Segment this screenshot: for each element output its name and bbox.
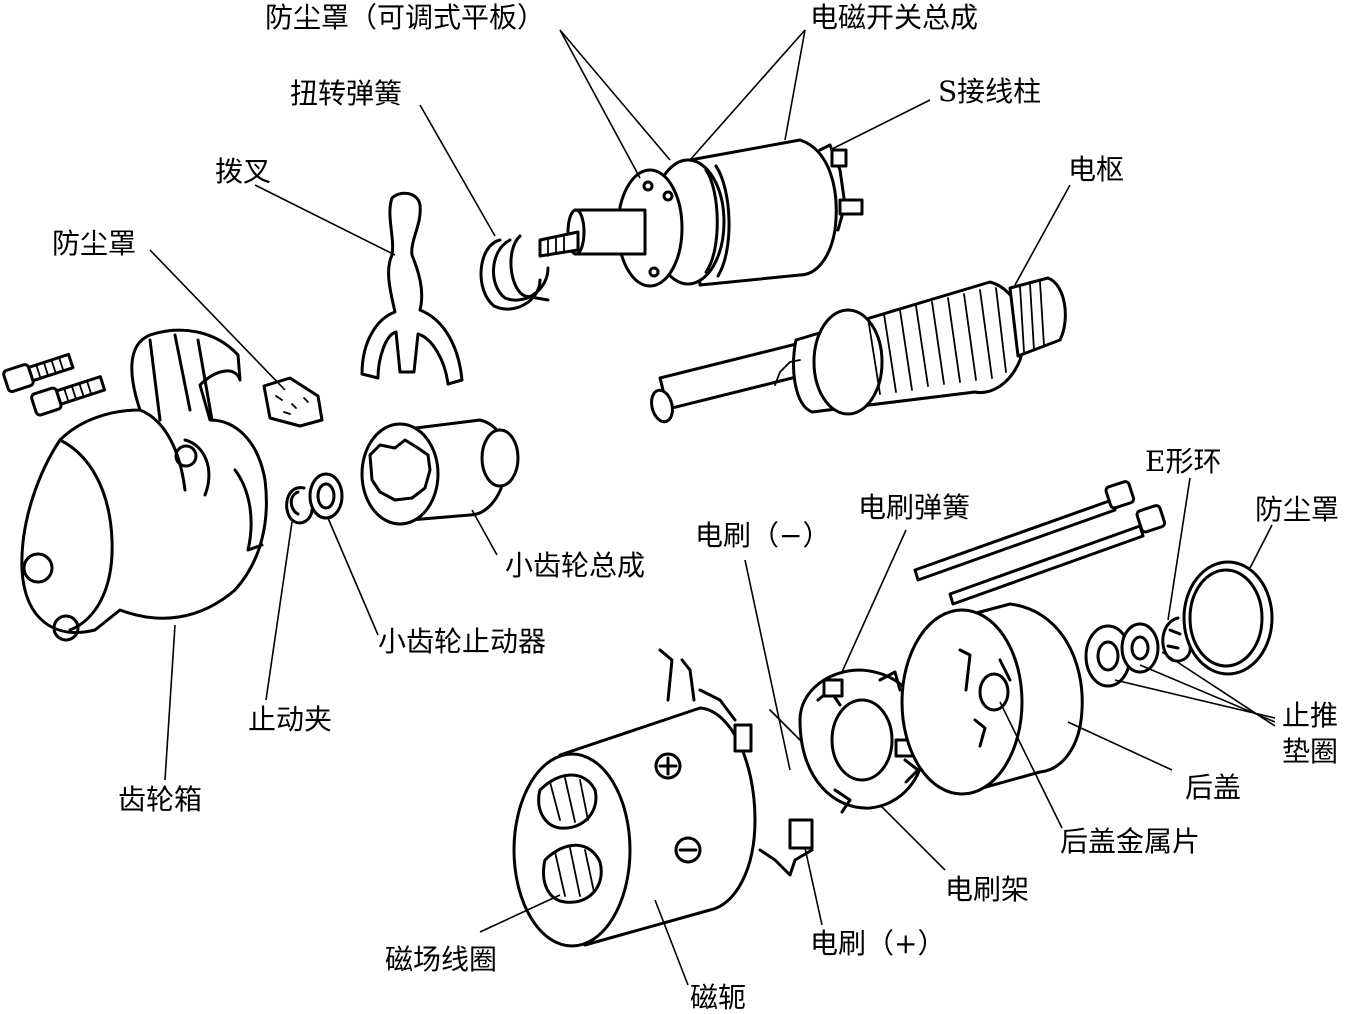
- label-brush-negative: 电刷（−）: [695, 519, 831, 552]
- label-rear-cover: 后盖: [1185, 771, 1242, 804]
- solenoid-switch-drawing: [538, 138, 864, 288]
- e-ring-drawing: [1161, 616, 1192, 663]
- dust-cover-right-drawing: [1182, 560, 1274, 676]
- yoke-drawing: [512, 648, 814, 948]
- label-brush-positive: 电刷（+）: [810, 927, 946, 960]
- label-dust-cover-left: 防尘罩: [52, 227, 137, 260]
- label-dust-cover-right: 防尘罩: [1255, 493, 1340, 526]
- through-bolts-drawing: [913, 480, 1167, 606]
- label-brush-holder: 电刷架: [945, 873, 1030, 906]
- stop-clip-drawing: [285, 486, 314, 525]
- gear-housing-drawing: [20, 328, 268, 642]
- leader-lines: [149, 29, 1276, 986]
- label-field-coil: 磁场线圈: [385, 943, 498, 976]
- label-rear-cover-metal: 后盖金属片: [1060, 825, 1201, 858]
- label-pinion-stopper: 小齿轮止动器: [378, 625, 547, 658]
- pinion-assembly-drawing: [360, 418, 520, 526]
- pinion-stopper-drawing: [308, 472, 344, 520]
- label-pinion-assembly: 小齿轮总成: [505, 549, 646, 582]
- label-stop-clip: 止动夹: [248, 703, 333, 736]
- rear-cover-drawing: [900, 602, 1084, 796]
- label-dust-cover-adjust-plate: 防尘罩（可调式平板）: [265, 1, 546, 34]
- label-shift-fork: 拨叉: [215, 155, 272, 188]
- label-gear-housing: 齿轮箱: [118, 783, 203, 816]
- label-e-ring: E形环: [1145, 445, 1222, 478]
- shift-fork-drawing: [360, 191, 464, 386]
- label-thrust-washer-line1: 止推: [1282, 699, 1339, 732]
- label-brush-spring: 电刷弹簧: [858, 491, 971, 524]
- dust-cover-small-drawing: [262, 376, 324, 428]
- label-solenoid-switch-assembly: 电磁开关总成: [810, 1, 979, 34]
- label-thrust-washer-line2: 垫圈: [1282, 735, 1339, 768]
- armature-drawing: [650, 276, 1067, 424]
- label-yoke: 磁轭: [690, 981, 747, 1014]
- torsion-spring-drawing: [479, 234, 550, 311]
- label-torsion-spring: 扭转弹簧: [290, 77, 403, 110]
- thrust-washers-drawing: [1084, 622, 1160, 688]
- label-s-terminal: S接线柱: [938, 75, 1042, 108]
- bolts-drawing: [2, 352, 107, 417]
- label-armature: 电枢: [1068, 153, 1125, 186]
